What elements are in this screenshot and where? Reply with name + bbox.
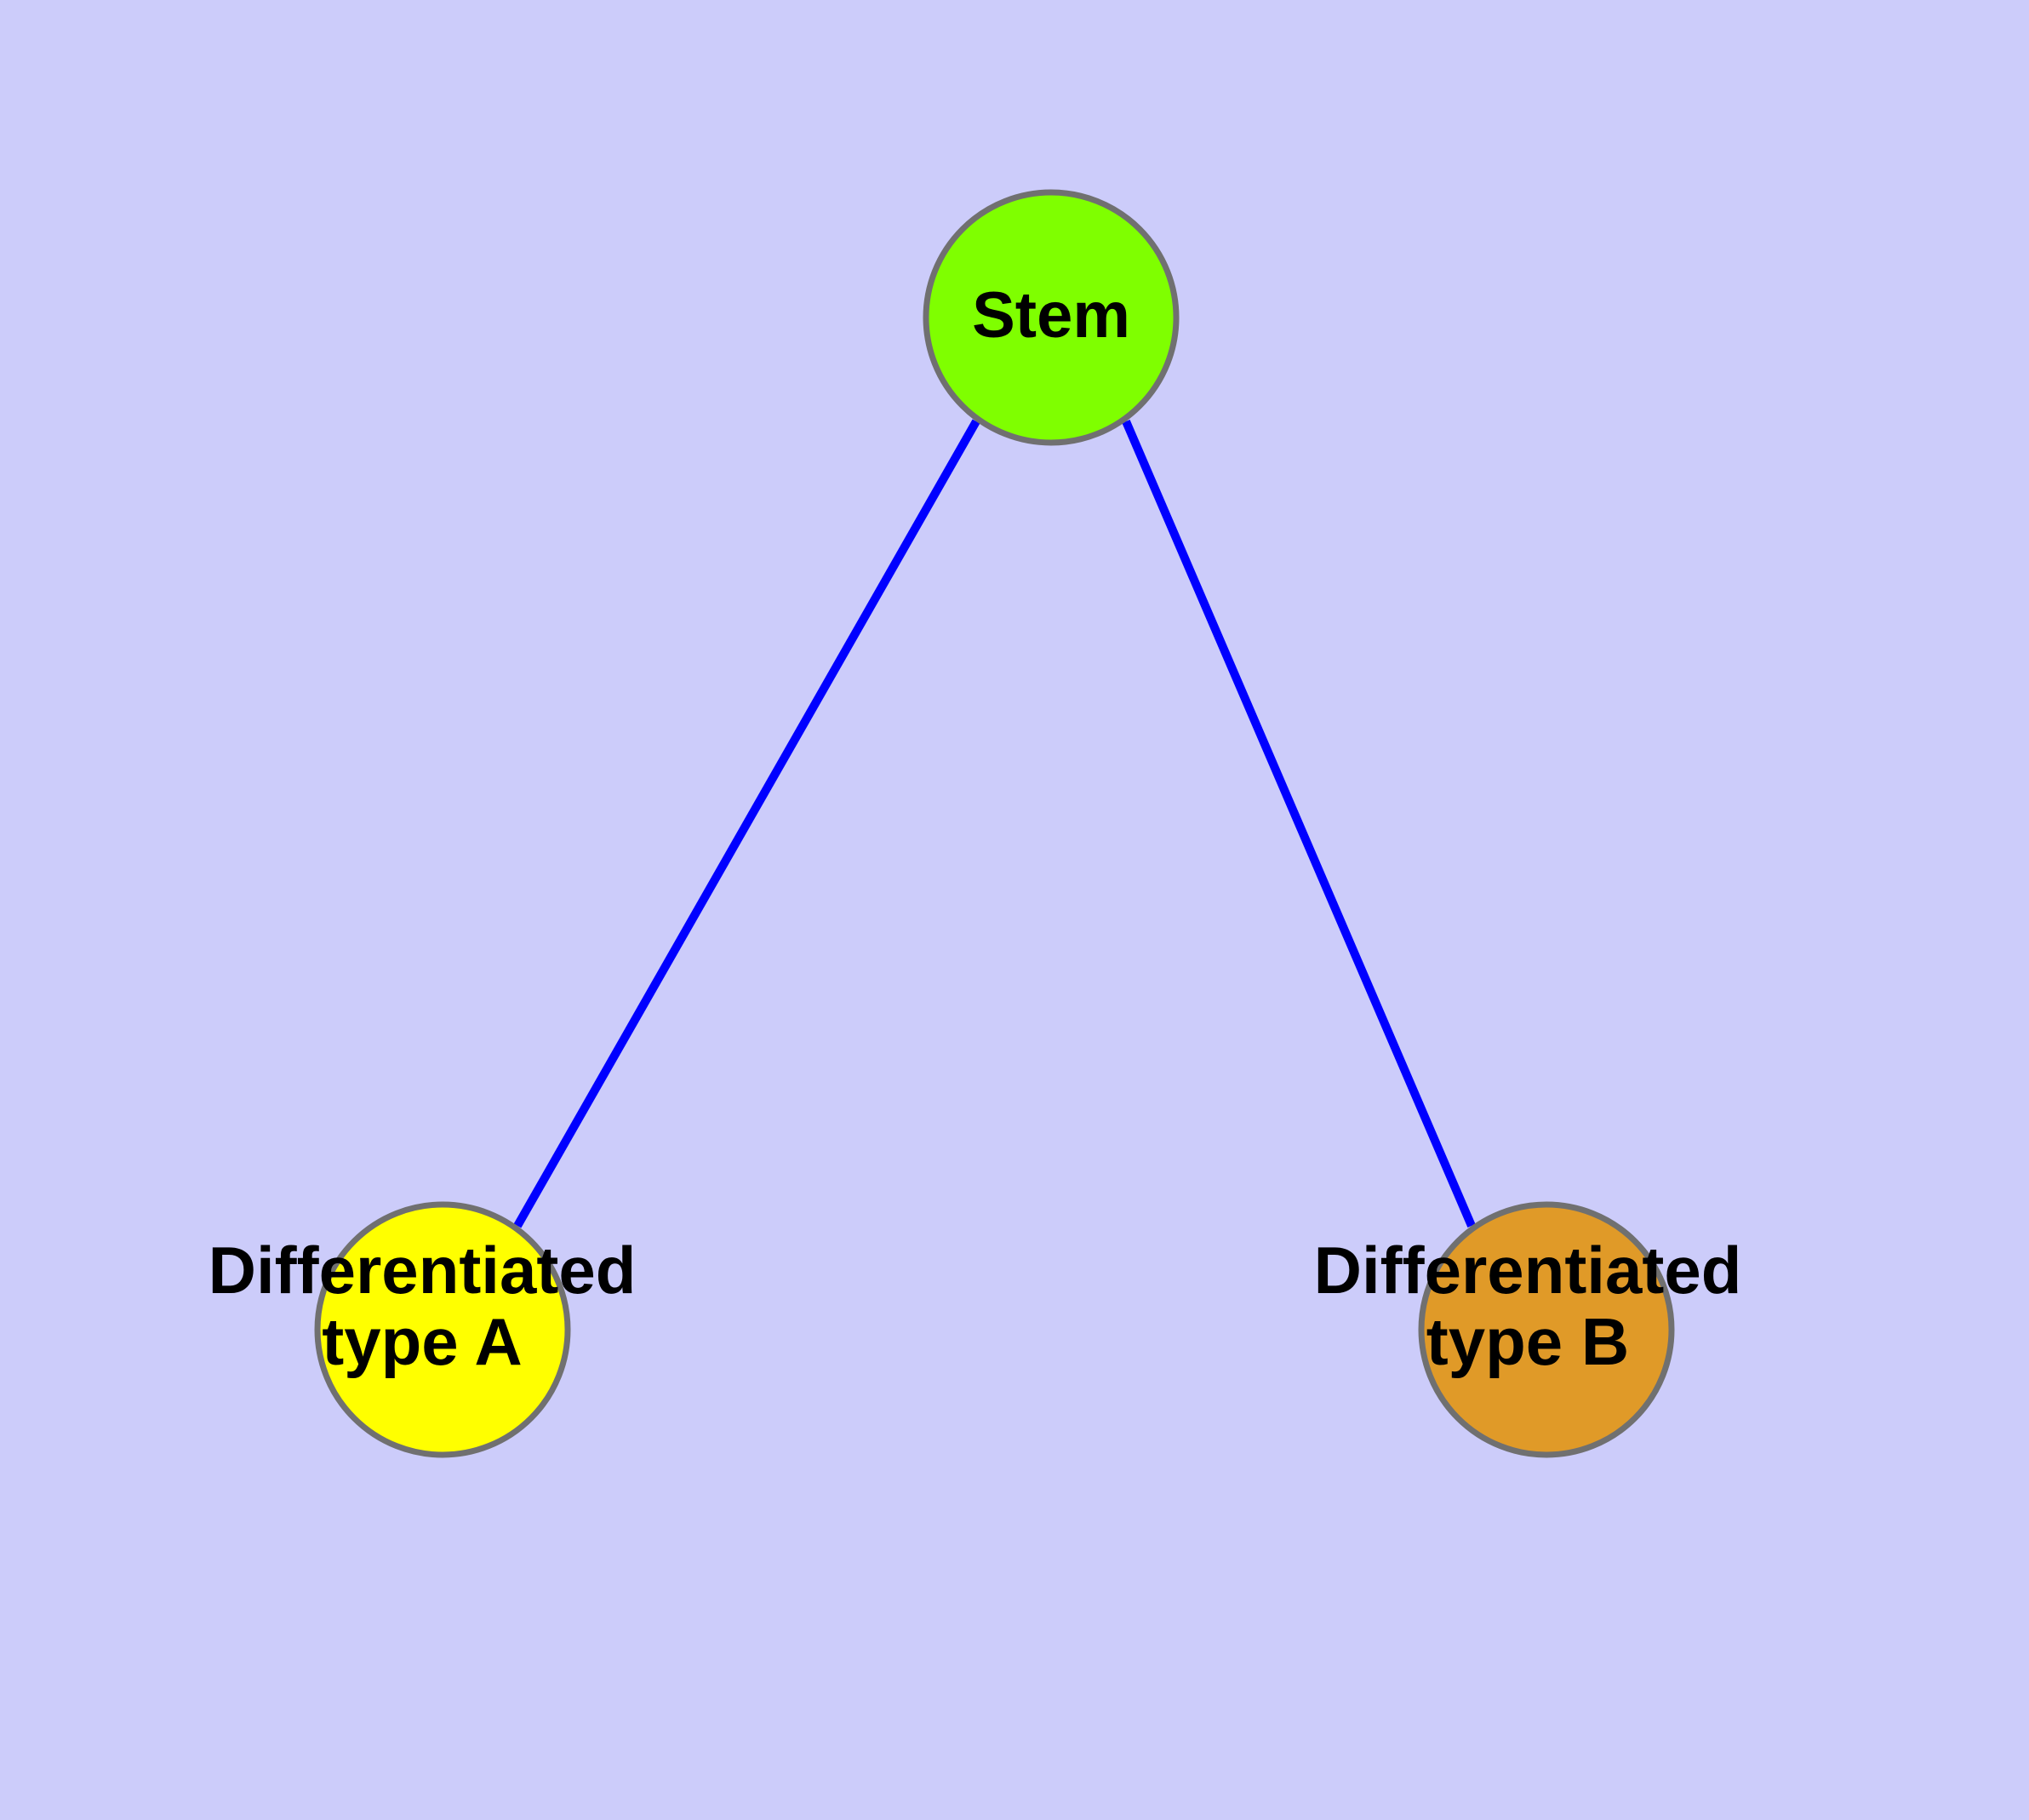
node-differentiated-type-a[interactable] — [314, 1201, 571, 1458]
node-group — [314, 189, 1675, 1458]
edge-group — [513, 419, 1476, 1228]
node-differentiated-type-b[interactable] — [1418, 1201, 1675, 1458]
edge-stem-to-differentiated-type-b[interactable] — [1122, 420, 1476, 1228]
node-stem[interactable] — [923, 189, 1180, 446]
edge-stem-to-differentiated-type-a[interactable] — [513, 419, 980, 1228]
